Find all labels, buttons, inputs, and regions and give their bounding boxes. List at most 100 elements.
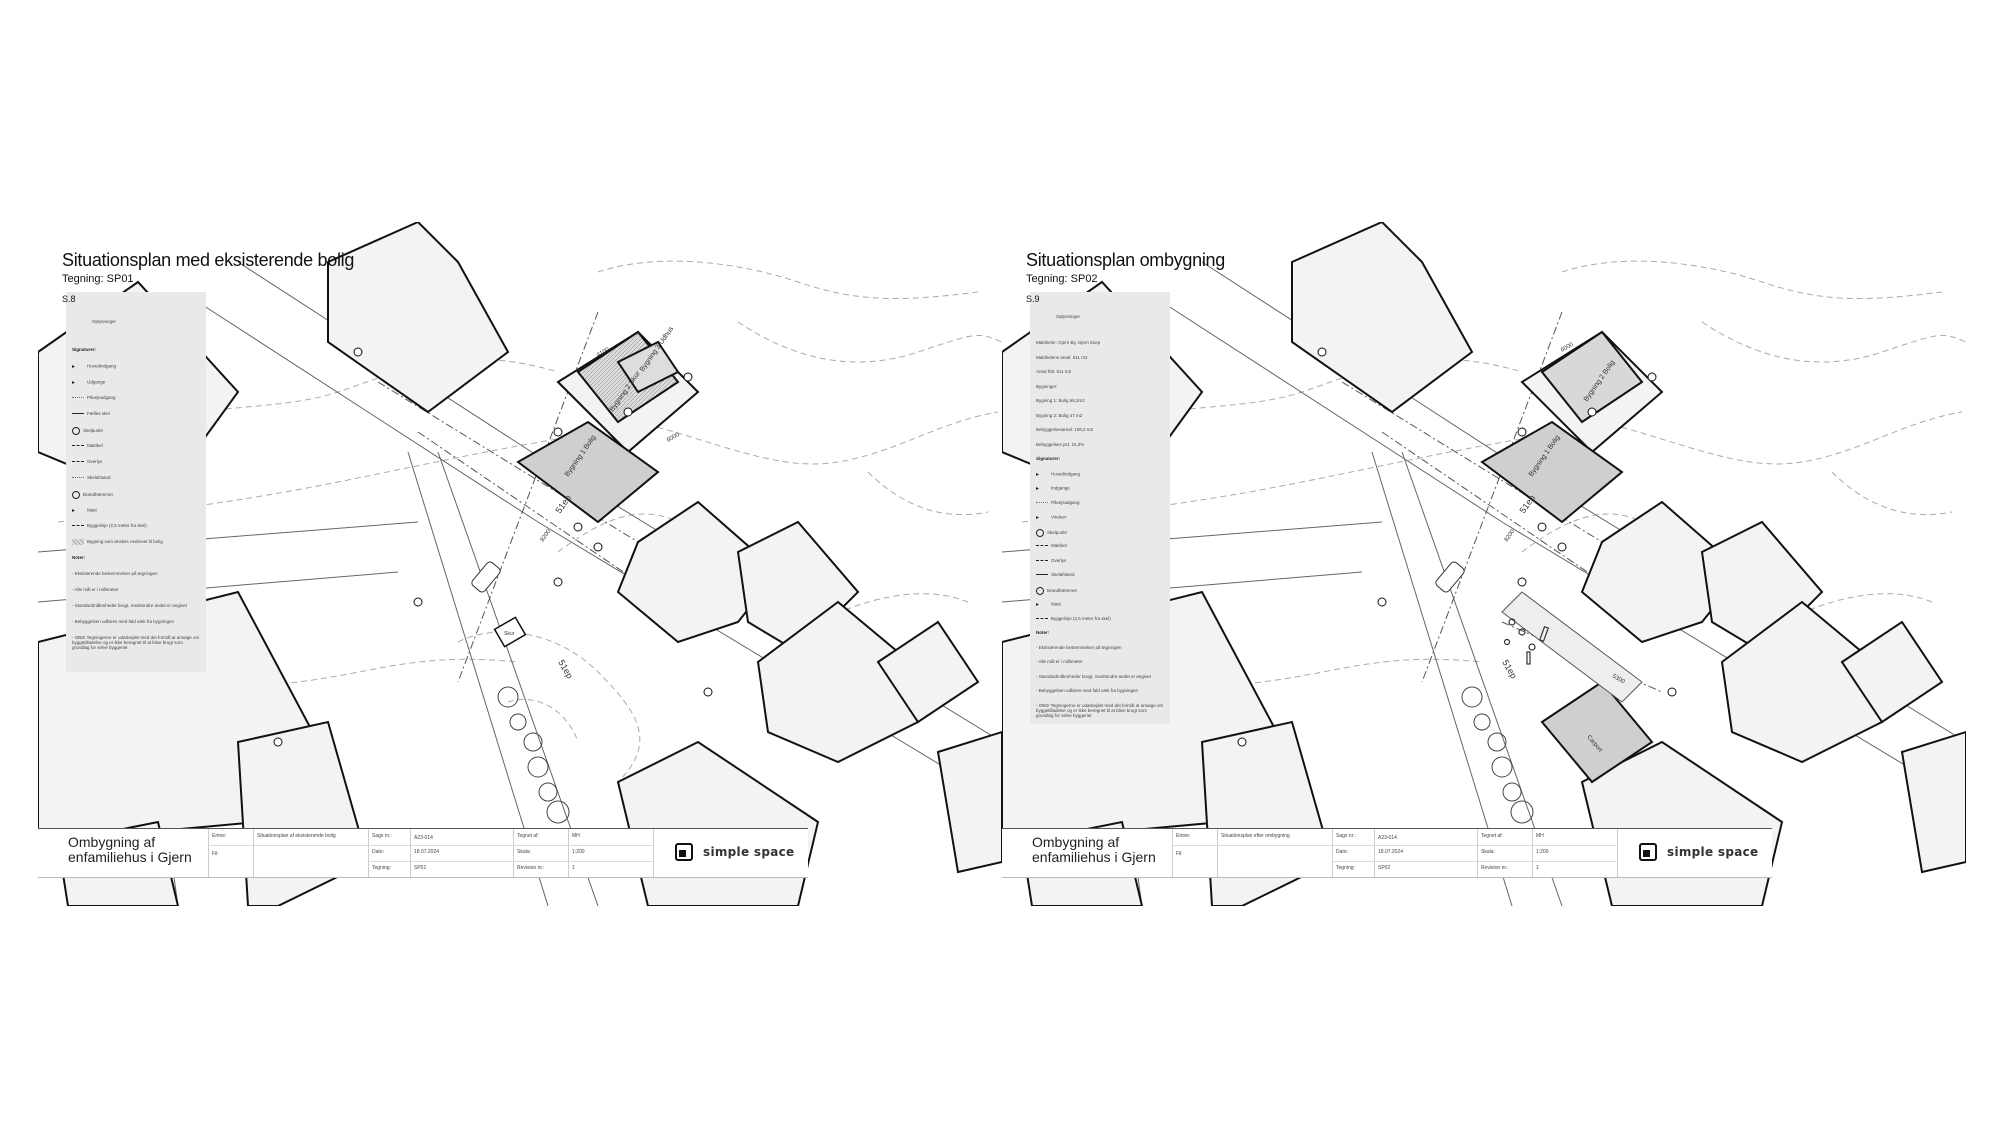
legend-text: - OBS! Tegningerne er udarbejdet med det…	[72, 635, 200, 650]
drawing-title: Situationsplan med eksisterende bolig	[62, 250, 355, 270]
legend-symbol-icon	[72, 461, 84, 463]
revision-label: Revision nr.:	[1481, 865, 1509, 871]
tegnet-value: MH	[572, 833, 580, 839]
legend-text: Byggelinje (2,5 meter fra skel)	[1051, 615, 1111, 621]
legend-row: Mast	[1036, 601, 1164, 608]
legend-text: Overlys	[1051, 557, 1067, 563]
dato-label: Dato:	[372, 849, 384, 855]
legend-row: Hovedindgang	[1036, 471, 1164, 478]
revision-label: Revision nr.:	[517, 865, 545, 871]
legend-text: Mast	[87, 507, 97, 513]
legend-text: Bebyggelsesareal: 108,2 m2	[1036, 427, 1094, 432]
drawing-sheet-sp01: Bygning 1 Bolig Bygning 2 Skur Bygning 3…	[38, 222, 1002, 906]
legend-text: Udgange	[87, 379, 106, 385]
drawing-number: Tegning: SP01	[62, 273, 134, 285]
drawing-title-block: Situationsplan ombygning Tegning: SP02	[1026, 250, 1225, 285]
legend-row: Bygning som ønskes nedrevet til bolig	[72, 539, 200, 545]
legend-row: Indgange	[1036, 485, 1164, 492]
legend-symbol-icon	[1036, 471, 1048, 478]
garden-furniture	[1503, 618, 1550, 665]
legend-text: Påvejsadgang	[87, 395, 116, 400]
legend-row: Skelpunkt	[72, 427, 200, 435]
tegnet-label: Tegnet af:	[1481, 833, 1503, 839]
legend-row: Bebyggelsesareal: 108,2 m2	[1036, 427, 1164, 432]
drawing-sheet-sp02: Bygning 1 Bolig Bygning 2 Bolig 51ep 51e…	[1002, 222, 1966, 906]
legend-row: Bygninger:	[1036, 384, 1164, 389]
legend-text: Matrikelnr: Gjern By, Gjern 51ep	[1036, 340, 1101, 345]
legend-row: Signaturer:	[1036, 456, 1164, 461]
legend-row: - Standardmålenheder brugt, medmindre an…	[1036, 674, 1164, 679]
legend-text: - Alle mål er i millimeter	[1036, 659, 1083, 664]
legend-row: Matrikelens areal: 511 m2	[1036, 355, 1164, 360]
legend-text: Noter:	[1036, 630, 1050, 635]
legend-text: Skelafstand	[1051, 572, 1075, 577]
legend-text: Byggelinje (2,5 meter fra skel)	[87, 523, 147, 528]
legend-symbol-icon	[72, 539, 84, 545]
legend-row: Påvejsadgang	[72, 395, 200, 400]
legend-heading: Oplysninger	[92, 319, 117, 324]
legend-text: - Standardmålenheder brugt, medmindre an…	[1036, 673, 1151, 679]
legend-symbol-icon	[72, 413, 84, 415]
legend-row: Bygning 1: Bolig 68,2m2	[1036, 398, 1164, 403]
legend-row: - Eksisterende bestemmelser på tegningen	[1036, 645, 1164, 650]
legend-row: Skelpunkt	[1036, 528, 1164, 537]
revision-value: 1	[1536, 865, 1539, 871]
trees	[1461, 686, 1534, 846]
legend-symbol-icon	[1036, 485, 1048, 492]
emne-value: Situationsplan efter ombygning	[1221, 833, 1290, 839]
legend-text: - OBS! Tegningerne er udarbejdet med det…	[1036, 702, 1164, 718]
legend-text: Signaturer:	[72, 347, 97, 352]
tegnet-label: Tegnet af:	[517, 833, 539, 839]
legend-symbol-icon	[72, 397, 84, 399]
legend-text: - Bebyggelsen udføres med fald væk fra b…	[1036, 688, 1139, 693]
legend-row: Hovedindgang	[72, 363, 200, 370]
legend-text: - Bebyggelsen udføres med fald væk fra b…	[72, 619, 175, 624]
legend-row: Matrikel	[1036, 543, 1164, 548]
legend-symbol-icon	[1036, 514, 1048, 521]
legend-text: Hovedindgang	[87, 363, 117, 369]
legend-symbol-icon	[72, 507, 84, 514]
legend-text: - Eksisterende bestemmelser på tegningen	[72, 571, 158, 576]
legend-row: Vinduer	[1036, 514, 1164, 521]
legend-symbol-icon	[72, 525, 84, 527]
drawing-title: Situationsplan ombygning	[1026, 250, 1225, 270]
legend-symbol-icon	[1036, 574, 1048, 576]
legend-row: Brandhæmmet	[72, 491, 200, 499]
title-block-table: Ombygning af enfamiliehus i Gjern Emne: …	[1002, 828, 1772, 878]
simple-space-logo: simple space	[675, 843, 794, 861]
dato-label: Dato:	[1336, 849, 1348, 855]
legend-text: Signaturer:	[1036, 456, 1061, 461]
legend-text: - Alle mål er i millimeter	[72, 587, 119, 592]
legend-symbol-icon	[1036, 545, 1048, 547]
skala-value: 1:200	[1536, 849, 1549, 855]
legend-heading: Oplysninger	[1056, 314, 1081, 319]
legend-text: Hovedindgang	[1051, 471, 1081, 477]
revision-value: 1	[572, 865, 575, 871]
legend-row: Matrikelnr: Gjern By, Gjern 51ep	[1036, 340, 1164, 345]
legend-row: Byggelinje (2,5 meter fra skel)	[72, 523, 200, 528]
legend-text: Skelpunkt	[1047, 529, 1067, 535]
legend-symbol-icon	[1036, 559, 1048, 561]
legend-text: - Standardmålenheder brugt, medmindre an…	[72, 603, 187, 608]
site-plan-map: Bygning 1 Bolig Bygning 2 Skur Bygning 3…	[38, 222, 1002, 906]
skala-value: 1:200	[572, 849, 585, 855]
fil-label: Fil:	[1176, 851, 1183, 857]
legend-symbol-icon	[72, 477, 84, 479]
tegnet-value: MH	[1536, 833, 1544, 839]
title-block-table: Ombygning af enfamiliehus i Gjern Emne: …	[38, 828, 808, 878]
logo-mark-icon	[1639, 843, 1657, 861]
logo-text: simple space	[1667, 845, 1759, 859]
legend-row: Bebyggelses pct. 15,3%	[1036, 442, 1164, 447]
legend-text: Matrikel	[1051, 543, 1067, 548]
legend-row: Overlys	[72, 459, 200, 464]
project-name: Ombygning af enfamiliehus i Gjern	[68, 834, 192, 865]
legend-row: Påvejsadgang	[1036, 500, 1164, 505]
subject-buildings	[1480, 330, 1654, 784]
legend-symbol-icon	[72, 427, 80, 435]
legend-text: - Eksisterende bestemmelser på tegningen	[1036, 644, 1122, 650]
legend-text: Areal fritt: 511 m2	[1036, 369, 1072, 374]
legend-symbol-icon	[72, 445, 84, 447]
emne-value: Situationsplan af eksisterende bolig	[257, 833, 336, 839]
legend-panel: Oplysninger Matrikelnr: Gjern By, Gjern …	[1030, 292, 1170, 724]
emne-label: Emne:	[1176, 833, 1191, 839]
